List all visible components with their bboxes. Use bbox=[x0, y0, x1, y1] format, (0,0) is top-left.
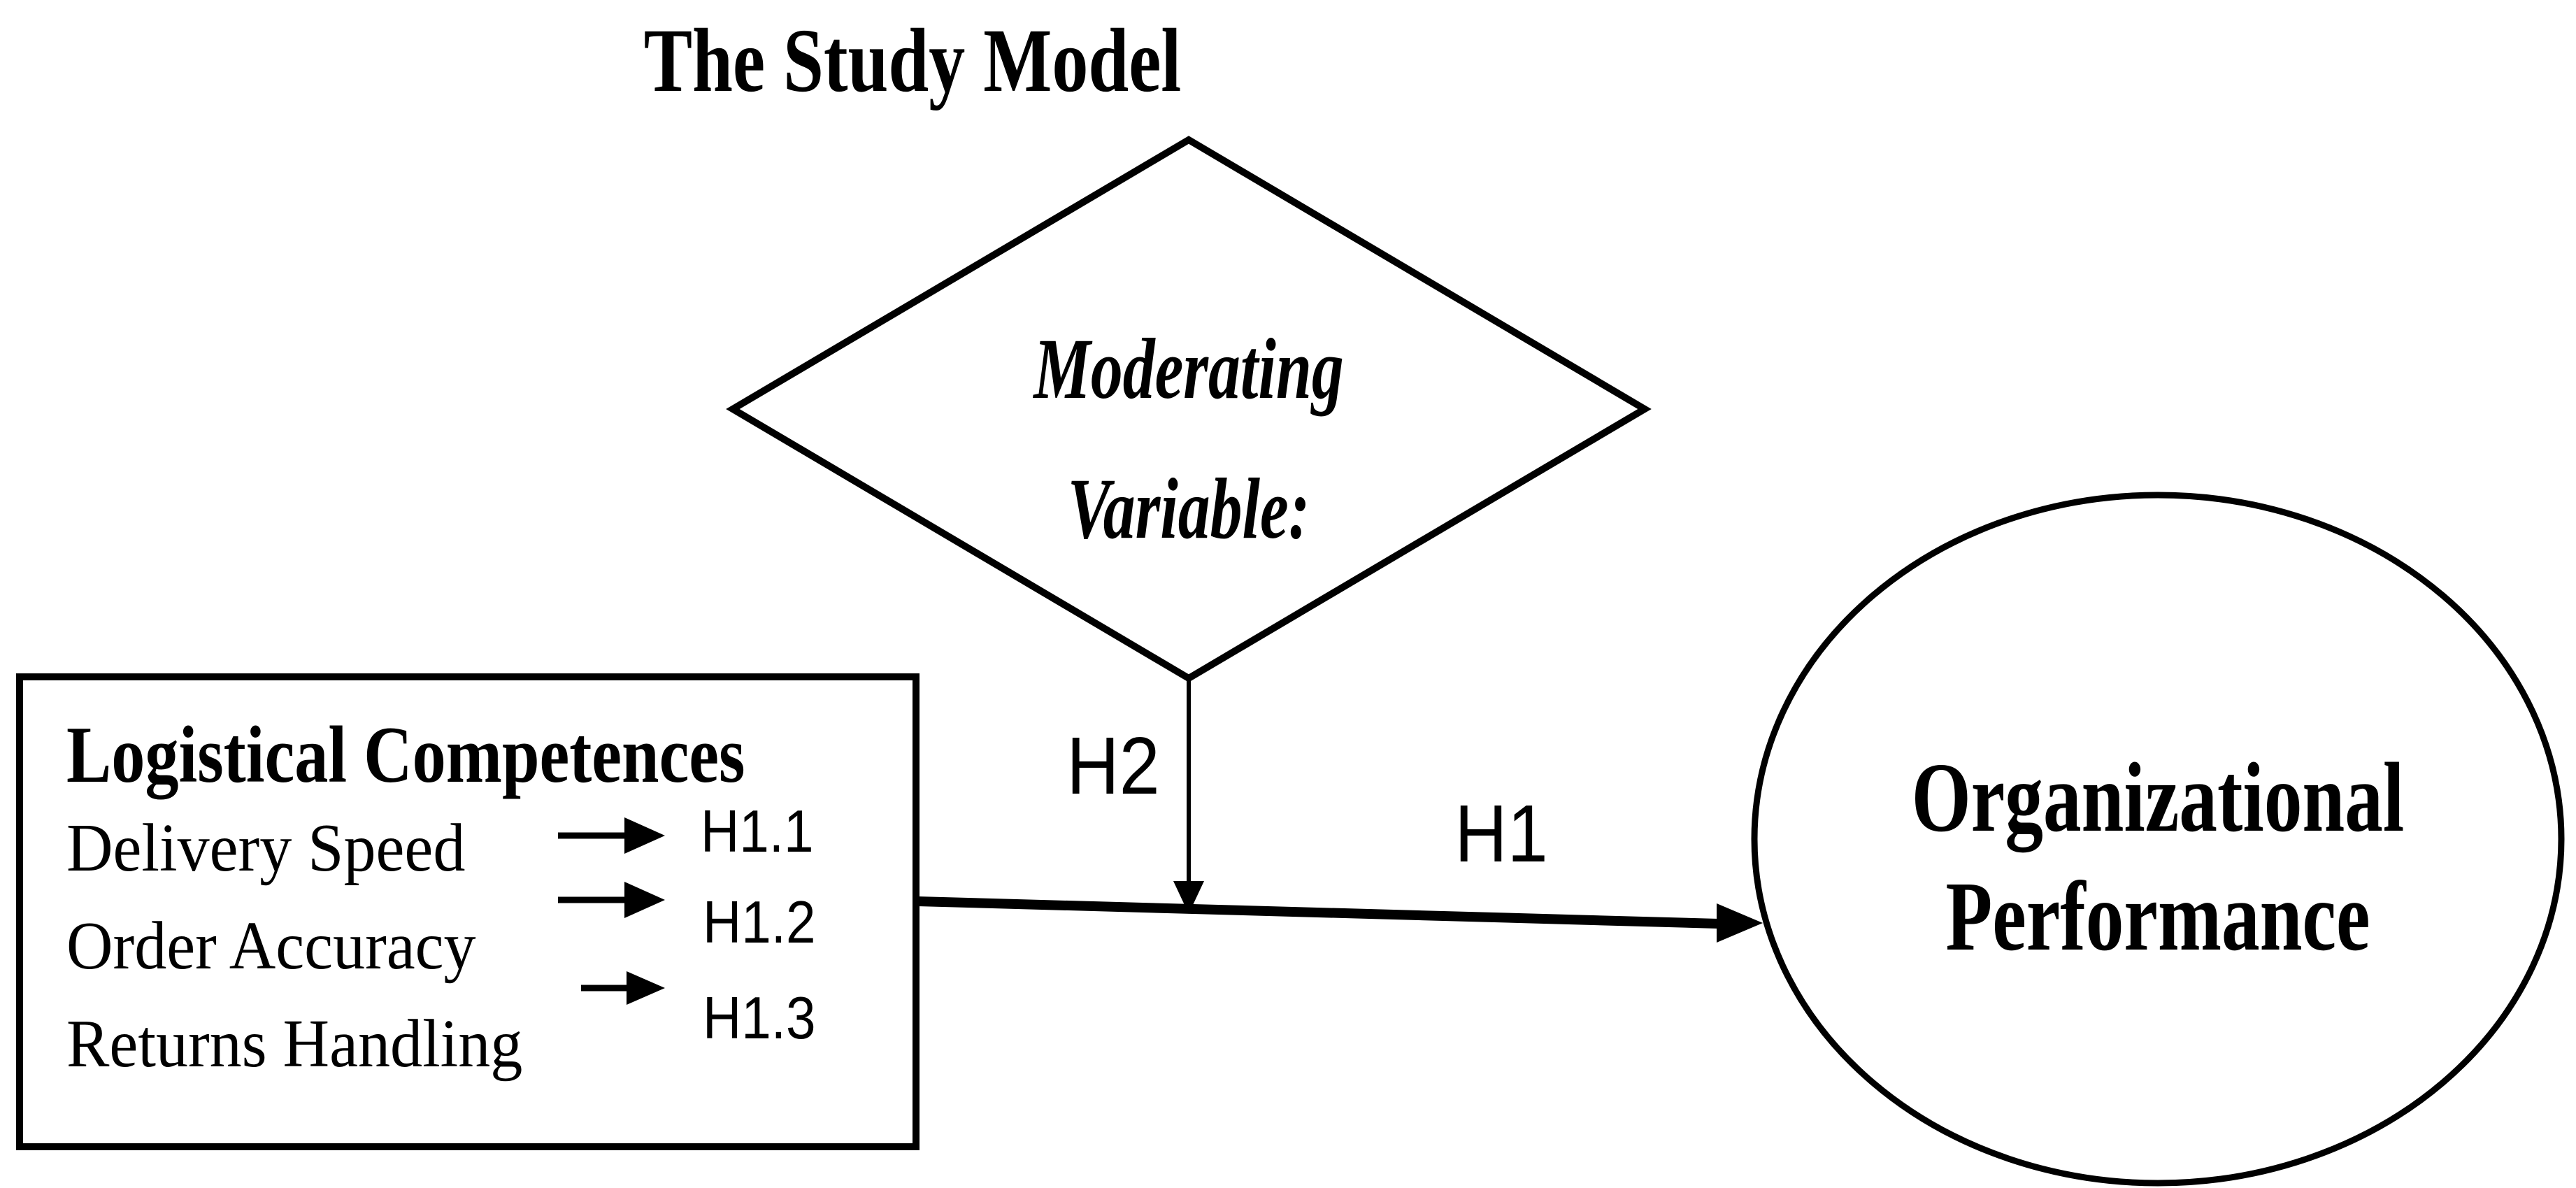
organizational-performance-line1: Organizational bbox=[1912, 743, 2405, 853]
h2-label: H2 bbox=[1066, 721, 1159, 811]
organizational-performance-line2: Performance bbox=[1945, 862, 2370, 972]
h1-2-label: H1.2 bbox=[703, 889, 816, 956]
moderating-variable-line2: Variable: bbox=[1068, 461, 1310, 557]
h1-3-arrowhead-icon bbox=[627, 971, 665, 1005]
h2-arrowhead-icon bbox=[1173, 881, 1204, 914]
h1-1-arrowhead-icon bbox=[624, 817, 665, 854]
h1-arrow-shaft bbox=[917, 896, 1719, 929]
box-heading: Logistical Competences bbox=[66, 710, 745, 800]
h1-arrowhead-icon bbox=[1717, 903, 1763, 943]
box-item-returns-handling: Returns Handling bbox=[66, 1005, 522, 1081]
moderating-variable-diamond bbox=[726, 136, 1652, 682]
box-item-order-accuracy: Order Accuracy bbox=[66, 907, 476, 983]
h1-2-arrowhead-icon bbox=[624, 882, 665, 918]
moderating-variable-line1: Moderating bbox=[1033, 321, 1344, 417]
box-item-delivery-speed: Delivery Speed bbox=[66, 809, 465, 885]
h1-3-label: H1.3 bbox=[703, 985, 816, 1052]
figure-title: The Study Model bbox=[644, 10, 1182, 111]
logistical-competences-box bbox=[16, 673, 920, 1150]
h1-1-label: H1.1 bbox=[701, 799, 814, 865]
organizational-performance-ellipse bbox=[1751, 492, 2565, 1187]
h1-label: H1 bbox=[1454, 789, 1547, 879]
